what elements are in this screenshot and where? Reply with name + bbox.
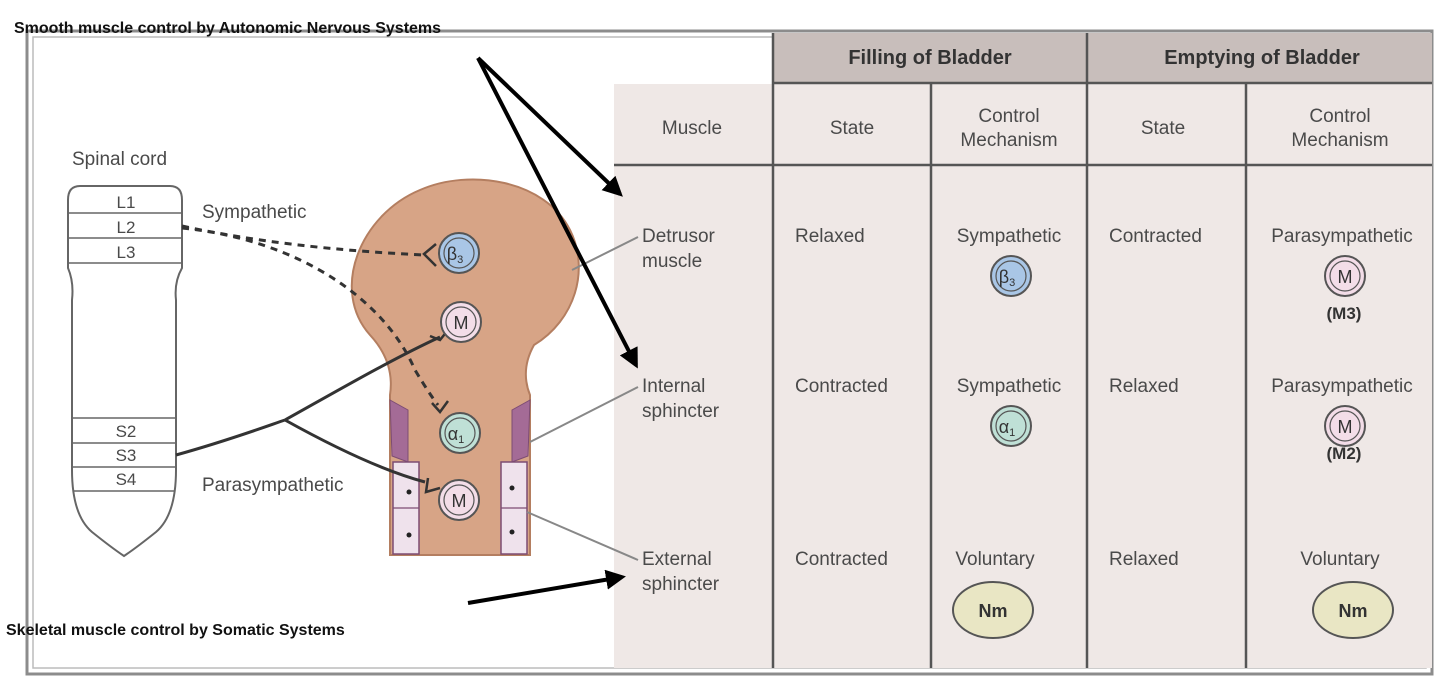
sympathetic-label: Sympathetic — [202, 202, 307, 223]
row3-emptying-control: Voluntary — [1300, 549, 1380, 570]
svg-text:β3: β3 — [447, 244, 463, 266]
row2-emptying-note: (M2) — [1327, 444, 1362, 463]
annotation-arrows — [467, 56, 638, 605]
row3-filling-control: Voluntary — [955, 549, 1035, 570]
svg-text:M: M — [454, 313, 469, 333]
table-header-bar — [773, 33, 1432, 83]
parasympathetic-pathways — [175, 335, 441, 484]
header-emptying-control-2: Mechanism — [1291, 130, 1388, 151]
muscle-internal-2: sphincter — [642, 401, 720, 422]
m-receptor-table-row1: M — [1324, 255, 1366, 297]
row1-filling-control: Sympathetic — [957, 226, 1062, 247]
header-filling-state: State — [830, 118, 874, 139]
alpha1-receptor-diagram: α1 — [439, 412, 481, 454]
segment-s4: S4 — [116, 470, 137, 489]
muscle-internal-1: Internal — [642, 376, 705, 397]
muscle-external-1: External — [642, 549, 712, 570]
svg-text:α1: α1 — [999, 417, 1016, 439]
svg-text:Nm: Nm — [1338, 601, 1367, 621]
segment-s2: S2 — [116, 422, 137, 441]
internal-sphincter-right — [511, 399, 531, 463]
internal-sphincter-left — [389, 399, 409, 463]
row3-emptying-state: Relaxed — [1109, 549, 1179, 570]
row1-emptying-control: Parasympathetic — [1271, 226, 1413, 247]
nerve-terminals — [422, 243, 450, 494]
row2-emptying-control: Parasympathetic — [1271, 376, 1413, 397]
m-receptor-table-row2: M — [1324, 405, 1366, 447]
bladder — [350, 178, 580, 556]
row2-filling-state: Contracted — [795, 376, 888, 397]
svg-text:M: M — [452, 491, 467, 511]
header-emptying-state: State — [1141, 118, 1185, 139]
header-emptying: Emptying of Bladder — [1164, 47, 1360, 69]
table-grid — [614, 33, 1432, 668]
table-background — [614, 84, 1432, 668]
svg-text:M: M — [1338, 417, 1353, 437]
segment-l1: L1 — [117, 193, 136, 212]
spinal-cord-label: Spinal cord — [72, 149, 167, 170]
m-receptor-diagram-detrusor: M — [440, 301, 482, 343]
header-filling: Filling of Bladder — [848, 47, 1012, 69]
beta3-receptor-table: β3 — [990, 255, 1032, 297]
row2-filling-control: Sympathetic — [957, 376, 1062, 397]
annotation-somatic: Skeletal muscle control by Somatic Syste… — [6, 622, 345, 639]
segment-l3: L3 — [117, 243, 136, 262]
row3-filling-state: Contracted — [795, 549, 888, 570]
alpha1-receptor-table: α1 — [990, 405, 1032, 447]
segment-s3: S3 — [116, 446, 137, 465]
row1-emptying-state: Contracted — [1109, 226, 1202, 247]
spinal-segments — [68, 212, 182, 492]
m-receptor-diagram-external: M — [438, 479, 480, 521]
svg-text:α1: α1 — [448, 424, 465, 446]
sympathetic-pathways — [181, 224, 440, 406]
nm-receptor-table-filling: Nm — [952, 581, 1034, 639]
muscle-detrusor-2: muscle — [642, 251, 702, 272]
svg-text:β3: β3 — [999, 267, 1015, 289]
header-filling-control-2: Mechanism — [960, 130, 1057, 151]
row2-emptying-state: Relaxed — [1109, 376, 1179, 397]
muscle-detrusor-1: Detrusor — [642, 226, 716, 247]
row1-filling-state: Relaxed — [795, 226, 865, 247]
nm-receptor-table-emptying: Nm — [1312, 581, 1394, 639]
header-filling-control-1: Control — [978, 106, 1039, 127]
parasympathetic-label: Parasympathetic — [202, 475, 344, 496]
segment-l2: L2 — [117, 218, 136, 237]
svg-text:M: M — [1338, 267, 1353, 287]
beta3-receptor-diagram: β3 — [438, 232, 480, 274]
header-muscle: Muscle — [662, 118, 722, 139]
muscle-external-2: sphincter — [642, 574, 720, 595]
spinal-cord — [67, 185, 183, 558]
annotation-autonomic: Smooth muscle control by Autonomic Nervo… — [14, 20, 441, 37]
svg-text:Nm: Nm — [978, 601, 1007, 621]
row1-emptying-note: (M3) — [1327, 304, 1362, 323]
header-emptying-control-1: Control — [1309, 106, 1370, 127]
